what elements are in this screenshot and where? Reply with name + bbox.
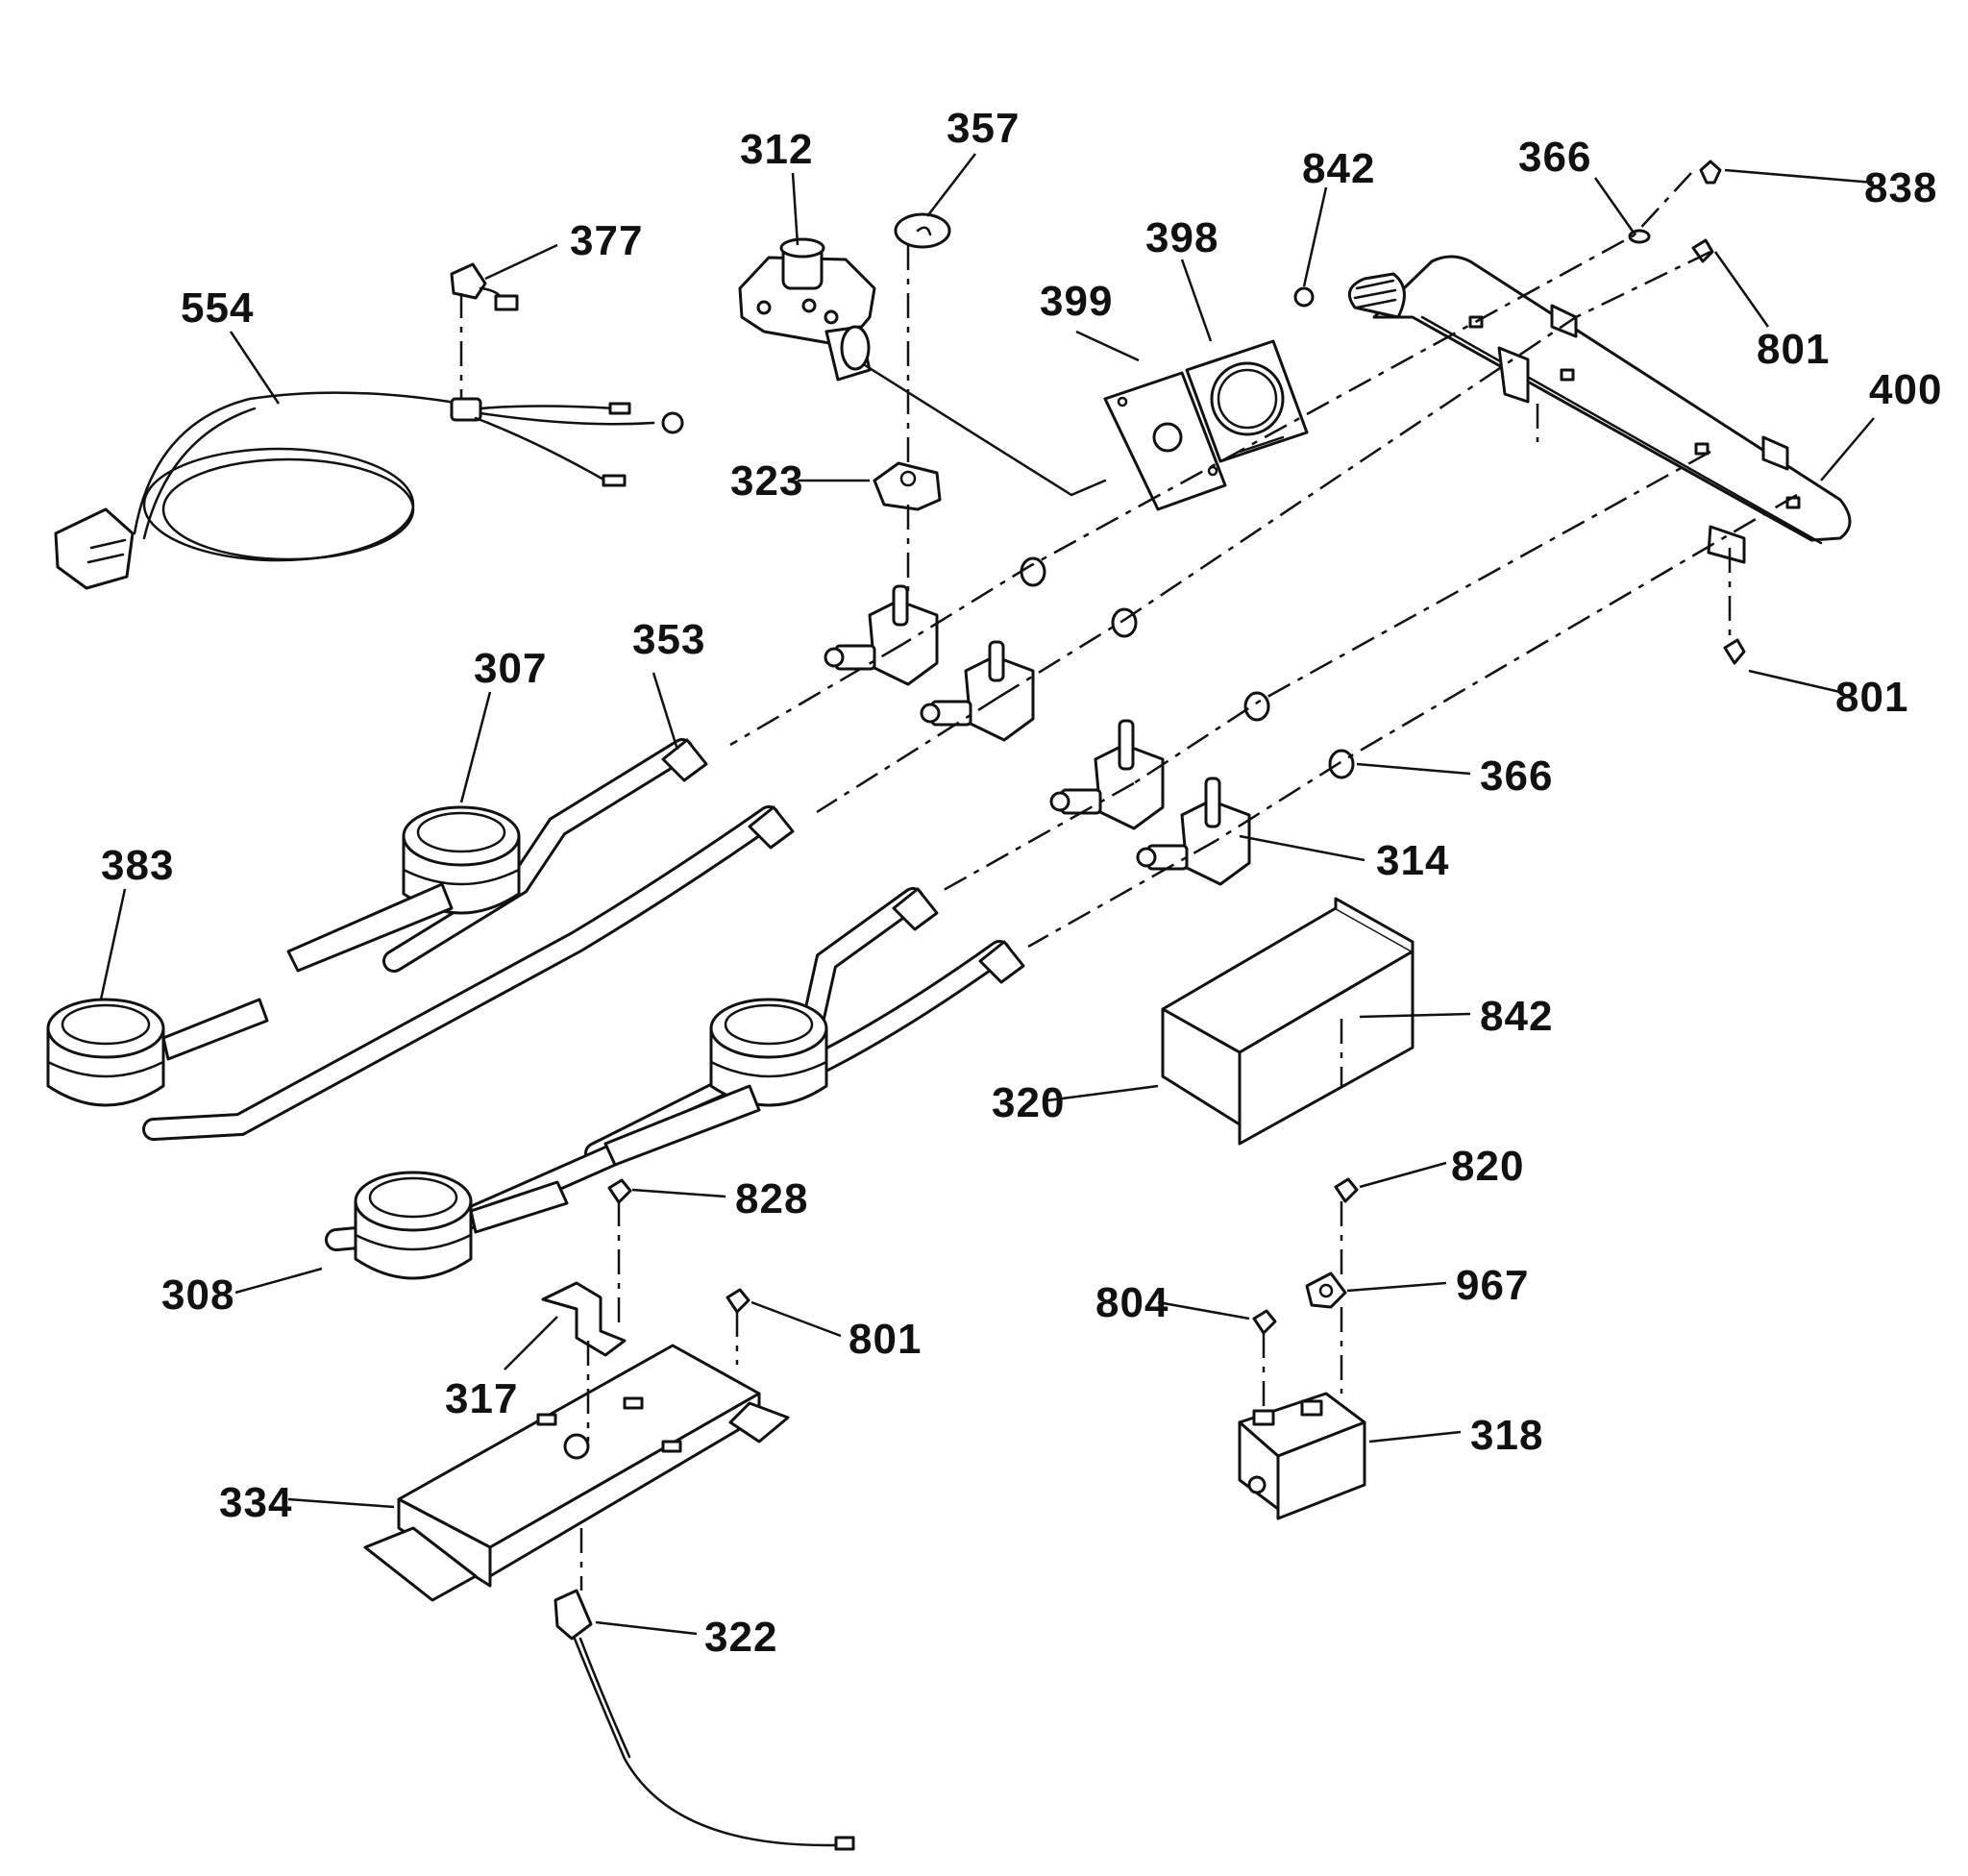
bracket-317[interactable]: [541, 1281, 627, 1357]
callout-318: 318: [1470, 1412, 1543, 1459]
burner-308[interactable]: [354, 1171, 569, 1280]
callout-967: 967: [1456, 1262, 1529, 1309]
pressure-regulator[interactable]: [738, 237, 876, 382]
callout-398: 398: [1145, 214, 1218, 261]
clamp-967[interactable]: [1305, 1271, 1347, 1309]
callout-820: 820: [1451, 1143, 1524, 1190]
callout-842-top: 842: [1302, 145, 1375, 192]
ignition-bracket[interactable]: [363, 1344, 790, 1602]
ignition-lead[interactable]: [554, 1589, 855, 1851]
mounting-plates[interactable]: [1103, 339, 1309, 511]
valve-1[interactable]: [824, 584, 939, 686]
valve-2[interactable]: [920, 640, 1035, 742]
burner-valves[interactable]: [824, 584, 1251, 886]
center-lines: [459, 172, 1798, 1591]
callout-801-bottom: 801: [849, 1316, 922, 1363]
callout-383: 383: [101, 842, 174, 889]
callout-323: 323: [730, 457, 803, 505]
leader-lines: [99, 153, 1875, 1636]
callout-400: 400: [1869, 366, 1942, 413]
valve-4[interactable]: [1136, 777, 1251, 886]
callout-357: 357: [947, 105, 1020, 152]
burner-307[interactable]: [286, 805, 521, 973]
callout-801-top: 801: [1757, 326, 1830, 373]
callout-314: 314: [1376, 837, 1449, 884]
burner-top-right[interactable]: [603, 998, 828, 1167]
callout-804: 804: [1095, 1279, 1168, 1326]
callout-308: 308: [161, 1271, 234, 1319]
washer-357[interactable]: [894, 212, 951, 249]
callout-366-top: 366: [1518, 134, 1591, 181]
callout-842-mid: 842: [1480, 993, 1553, 1040]
callout-322: 322: [704, 1614, 777, 1661]
callout-320: 320: [992, 1079, 1065, 1126]
callout-307: 307: [474, 645, 547, 692]
heat-shield[interactable]: [1161, 897, 1414, 1146]
callout-399: 399: [1040, 278, 1113, 325]
callout-312: 312: [740, 126, 813, 173]
callout-838: 838: [1864, 164, 1937, 211]
callout-366-mid: 366: [1480, 753, 1553, 800]
wire-harness[interactable]: [54, 262, 684, 590]
manifold-pipe[interactable]: [1347, 255, 1852, 564]
orifice-tubes[interactable]: [142, 738, 1025, 1251]
spark-module[interactable]: [1238, 1392, 1366, 1520]
callout-317: 317: [445, 1375, 518, 1422]
callout-353: 353: [632, 616, 705, 663]
valve-3[interactable]: [1049, 719, 1165, 830]
burner-383[interactable]: [46, 998, 269, 1107]
callout-554: 554: [181, 284, 254, 332]
callout-801-right: 801: [1835, 674, 1908, 721]
valve-clip[interactable]: [873, 461, 942, 511]
part-callouts: 312 357 842 366 838 377 398 399 801 400 …: [101, 105, 1942, 1661]
callout-828: 828: [735, 1175, 808, 1222]
callout-334: 334: [219, 1479, 292, 1526]
callout-377: 377: [570, 217, 643, 264]
